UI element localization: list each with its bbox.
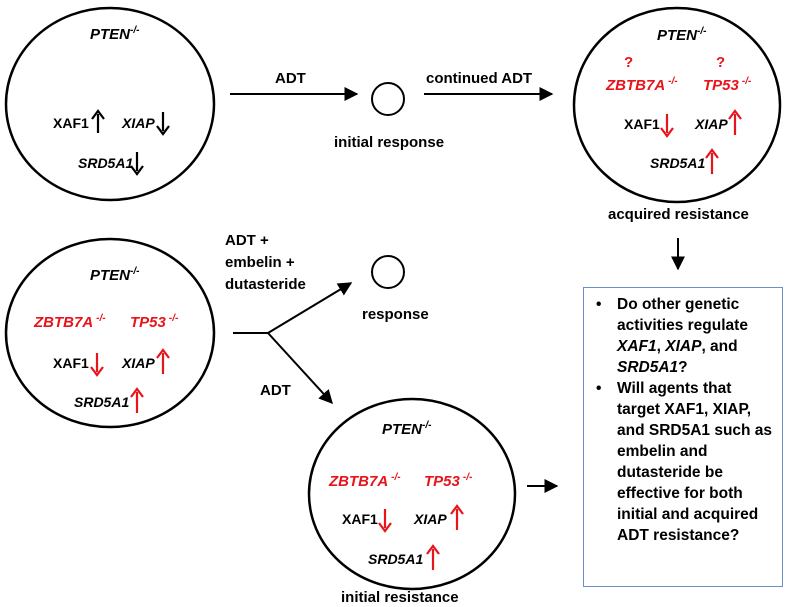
srd5a1-down-arrow-icon	[130, 152, 144, 176]
initial-resistance-label: initial resistance	[341, 589, 459, 606]
adt-label: ADT	[260, 382, 291, 399]
xiap-label: XIAP	[413, 511, 447, 527]
combo-label-line1: ADT +	[225, 232, 269, 249]
pten-label: PTEN	[90, 26, 131, 43]
svg-text:ZBTB7A-/-: ZBTB7A-/-	[605, 76, 678, 94]
xiap-label: XIAP	[694, 116, 728, 132]
zbtb7a-label: ZBTB7A	[33, 314, 93, 331]
question-mark: ?	[624, 54, 633, 71]
cell-ellipse	[4, 6, 216, 202]
srd5a1-label: SRD5A1	[74, 394, 129, 410]
initial-response-circle	[371, 82, 405, 116]
cell-ellipse	[572, 6, 782, 204]
svg-text:TP53-/-: TP53-/-	[130, 313, 179, 331]
combo-label-line3: dutasteride	[225, 276, 306, 293]
panel-initial-resistance: PTEN-/- ZBTB7A-/- TP53-/- XAF1 XIAP SRD5…	[307, 397, 517, 591]
questions-box: Do other genetic activities regulate XAF…	[583, 287, 783, 587]
branch-arrows	[233, 282, 353, 405]
xaf1-down-arrow-icon	[378, 509, 392, 533]
question-item: Will agents that target XAF1, XIAP, and …	[592, 378, 776, 546]
pten-label: PTEN	[382, 421, 423, 438]
xiap-down-arrow-icon	[156, 112, 170, 136]
panel-baseline: PTEN-/- XAF1 XIAP SRD5A1	[4, 6, 216, 202]
srd5a1-label: SRD5A1	[368, 551, 423, 567]
svg-text:TP53-/-: TP53-/-	[424, 472, 473, 490]
initial-response-label: initial response	[334, 134, 444, 151]
xaf1-down-arrow-icon	[660, 114, 674, 138]
xaf1-label: XAF1	[624, 116, 660, 132]
cell-ellipse	[307, 397, 517, 591]
xiap-up-arrow-icon	[728, 109, 742, 135]
questions-list: Do other genetic activities regulate XAF…	[592, 294, 776, 546]
svg-text:ZBTB7A-/-: ZBTB7A-/-	[33, 313, 106, 331]
xaf1-down-arrow-icon	[90, 353, 104, 377]
cell-ellipse	[4, 237, 216, 429]
tp53-label: TP53	[703, 77, 740, 94]
svg-text:PTEN-/-: PTEN-/-	[90, 266, 140, 284]
svg-text:TP53-/-: TP53-/-	[703, 76, 752, 94]
srd5a1-label: SRD5A1	[650, 155, 705, 171]
pten-label: PTEN	[90, 267, 131, 284]
xaf1-up-arrow-icon	[91, 109, 105, 133]
xiap-up-arrow-icon	[450, 504, 464, 530]
xaf1-label: XAF1	[53, 355, 89, 371]
panel-acquired: PTEN-/- ? ? ZBTB7A-/- TP53-/- XAF1 XIAP …	[572, 6, 782, 204]
panel-combo: PTEN-/- ZBTB7A-/- TP53-/- XAF1 XIAP SRD5…	[4, 237, 216, 429]
svg-text:PTEN-/-: PTEN-/-	[382, 420, 432, 438]
question-item: Do other genetic activities regulate XAF…	[592, 294, 776, 378]
xaf1-label: XAF1	[342, 511, 378, 527]
srd5a1-up-arrow-icon	[705, 148, 719, 174]
xiap-label: XIAP	[121, 115, 155, 131]
adt-label: ADT	[275, 70, 306, 87]
xiap-label: XIAP	[121, 355, 155, 371]
svg-text:PTEN-/-: PTEN-/-	[657, 26, 707, 44]
response-label: response	[362, 306, 429, 323]
tp53-label: TP53	[424, 473, 461, 490]
xiap-up-arrow-icon	[156, 348, 170, 374]
question-mark: ?	[716, 54, 725, 71]
srd5a1-up-arrow-icon	[426, 544, 440, 570]
response-circle	[371, 255, 405, 289]
svg-text:ZBTB7A-/-: ZBTB7A-/-	[328, 472, 401, 490]
xaf1-label: XAF1	[53, 115, 89, 131]
zbtb7a-label: ZBTB7A	[328, 473, 388, 490]
pten-label: PTEN	[657, 27, 698, 44]
continued-adt-label: continued ADT	[426, 70, 532, 87]
tp53-label: TP53	[130, 314, 167, 331]
svg-text:PTEN-/-: PTEN-/-	[90, 25, 140, 43]
srd5a1-up-arrow-icon	[130, 387, 144, 413]
combo-label-line2: embelin +	[225, 254, 295, 271]
acquired-resistance-label: acquired resistance	[608, 206, 749, 223]
srd5a1-label: SRD5A1	[78, 155, 133, 171]
zbtb7a-label: ZBTB7A	[605, 77, 665, 94]
